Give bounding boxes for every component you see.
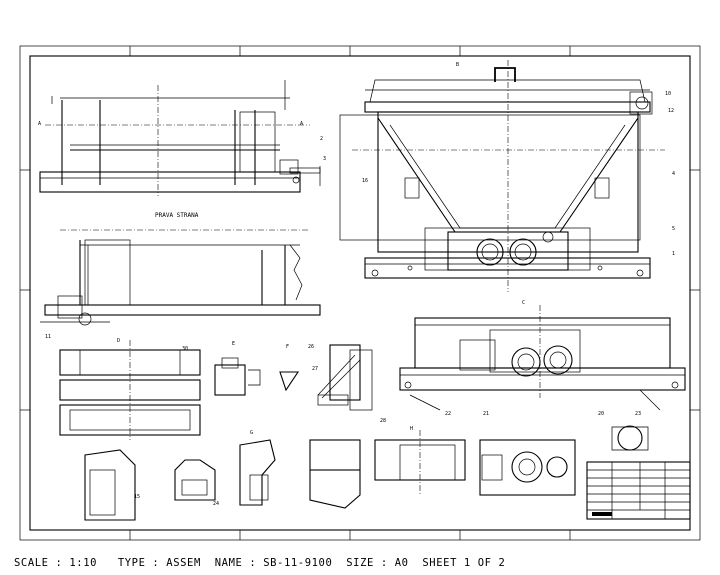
section-letter: D — [117, 338, 120, 344]
hopper-section-view — [399, 305, 686, 411]
balloon: 22 — [445, 411, 451, 417]
view-caption: PRAVA STRANA — [155, 212, 199, 219]
drawing-status-bar: SCALE : 1:10 TYPE : ASSEM NAME : SB-11-9… — [14, 557, 505, 569]
section-letter: F — [286, 344, 289, 350]
name-label: NAME : — [214, 557, 257, 569]
section-letter: G — [250, 430, 253, 436]
detail-views-row-2 — [84, 425, 649, 521]
section-labels: A A B C D E F G H — [38, 62, 525, 436]
balloon: 2 — [320, 136, 323, 142]
section-letter: A — [300, 121, 303, 127]
section-letter: C — [522, 300, 525, 306]
scale-label: SCALE : — [14, 557, 63, 569]
sheet-label: SHEET — [422, 557, 457, 569]
balloon: 4 — [672, 171, 675, 177]
section-letter: A — [38, 121, 41, 127]
balloon: 15 — [134, 494, 140, 500]
side-elevation-view — [39, 80, 321, 196]
balloon: 20 — [598, 411, 604, 417]
front-elevation-view — [40, 229, 321, 326]
balloon: 12 — [668, 108, 674, 114]
balloon: 30 — [182, 346, 188, 352]
scale-value: 1:10 — [69, 557, 98, 569]
title-block — [586, 461, 691, 520]
balloon: 11 — [45, 334, 51, 340]
name-value: SB-11-9100 — [263, 557, 333, 569]
size-label: SIZE : — [346, 557, 388, 569]
balloon: 21 — [483, 411, 489, 417]
hopper-front-view — [339, 60, 665, 292]
type-label: TYPE : — [117, 557, 160, 569]
balloon: 1 — [672, 251, 675, 257]
sheet-border — [19, 45, 701, 541]
balloon: 26 — [308, 344, 314, 350]
balloon: 3 — [323, 156, 326, 162]
balloon-callouts: 2 3 4 5 1 10 12 16 11 22 21 20 23 26 27 … — [45, 91, 675, 507]
detail-views-row-1 — [59, 340, 373, 440]
balloon: 27 — [312, 366, 318, 372]
balloon: 24 — [213, 501, 219, 507]
balloon: 16 — [362, 178, 368, 184]
size-value: A0 — [394, 557, 409, 569]
type-value: ASSEM — [166, 557, 201, 569]
balloon: 28 — [380, 418, 386, 424]
balloon: 5 — [672, 226, 675, 232]
sheet-value: 1 OF 2 — [463, 557, 506, 569]
balloon: 23 — [635, 411, 641, 417]
section-letter: B — [456, 62, 459, 68]
section-letter: E — [232, 341, 235, 347]
balloon: 10 — [665, 91, 671, 97]
section-letter: H — [410, 426, 413, 432]
